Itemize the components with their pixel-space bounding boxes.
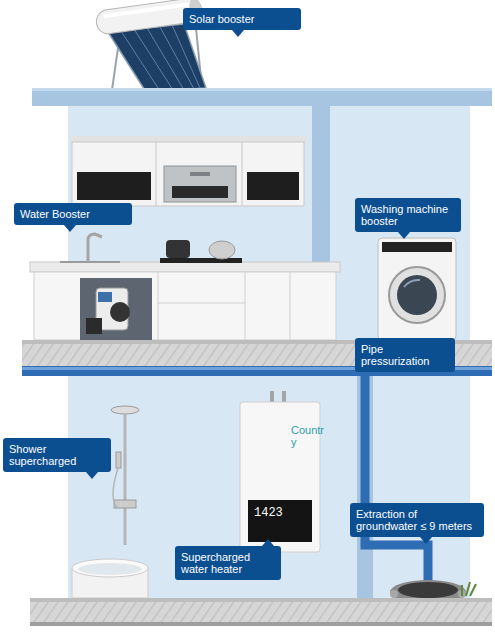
callout-text: Washing machine booster (361, 203, 455, 227)
callout-pointer (262, 539, 274, 546)
callout-text: Extraction of groundwater ≤ 9 meters (356, 508, 478, 532)
callout-pointer (398, 232, 410, 239)
callout-box: Washing machine booster (355, 198, 461, 232)
pump-gauge (98, 292, 112, 302)
roof-slab (32, 88, 492, 106)
callout-pointer (64, 225, 76, 232)
callout-text: Solar booster (189, 13, 295, 25)
well-opening (398, 582, 458, 598)
cabinet-recess (80, 278, 152, 340)
sink (60, 261, 120, 263)
solar-tank-shine (103, 2, 189, 18)
cabinet-glass (247, 172, 299, 200)
kettle (166, 240, 190, 258)
cabinet-divider (242, 142, 243, 206)
washer-door (389, 267, 445, 323)
callout-box: Water Booster (14, 203, 132, 225)
groundwater-pipe (365, 376, 428, 586)
callout-box: Supercharged water heater (175, 546, 281, 580)
drawer-line (158, 303, 245, 304)
callout-box: Pipe pressurization (355, 338, 455, 372)
ground-edge (30, 598, 492, 602)
heater-pipe (282, 391, 286, 403)
callout-text: Water Booster (20, 208, 126, 220)
callout-text: Shower supercharged (9, 443, 105, 467)
callout-box: Extraction of groundwater ≤ 9 meters (350, 503, 484, 537)
roof-edge (32, 88, 492, 91)
washer-shine (404, 280, 420, 287)
display-reading: 1423 (254, 507, 308, 519)
heater-pipe (270, 391, 274, 403)
brand-label: Country (291, 424, 325, 448)
plant (462, 582, 476, 596)
cabinet-divider (158, 272, 159, 340)
washer-glass (397, 275, 437, 315)
range-hood-window (172, 186, 228, 198)
cabinet-glass (77, 172, 151, 200)
lower-cabinet (34, 272, 336, 340)
pump-base (86, 318, 102, 334)
cooktop (160, 258, 242, 263)
range-hood (164, 166, 236, 202)
bathtub-rim (72, 559, 148, 577)
range-hood-panel (190, 172, 210, 176)
callout-box: Solar booster (183, 8, 301, 30)
cabinet-divider (290, 272, 291, 340)
callout-pointer (232, 30, 244, 37)
stone (390, 590, 398, 598)
callout-text: Pipe pressurization (361, 343, 449, 367)
cabinet-divider (156, 142, 157, 206)
faucet (88, 234, 102, 262)
countertop (30, 262, 340, 272)
ground-slab (30, 598, 492, 624)
callout-pointer (420, 537, 432, 544)
panel-tube (172, 25, 200, 88)
cabinet-divider (245, 272, 246, 340)
callout-pointer (86, 472, 98, 479)
solar-panel (108, 24, 206, 92)
upper-cabinet (72, 142, 304, 206)
callout-text: Supercharged water heater (181, 551, 275, 575)
heater-display (248, 500, 312, 542)
pump-motor (110, 302, 130, 322)
shower-rail (124, 414, 127, 545)
washing-machine (378, 238, 456, 340)
lower-wall (68, 376, 470, 598)
teapot (209, 241, 235, 259)
hand-shower (116, 452, 121, 468)
ground-shadow (30, 622, 492, 626)
shower-hose (113, 468, 118, 508)
cabinet-molding (70, 136, 306, 142)
shower-head (111, 406, 139, 414)
callout-box: Shower supercharged (3, 438, 111, 472)
washer-panel (382, 242, 452, 252)
bathtub-water (78, 563, 142, 575)
